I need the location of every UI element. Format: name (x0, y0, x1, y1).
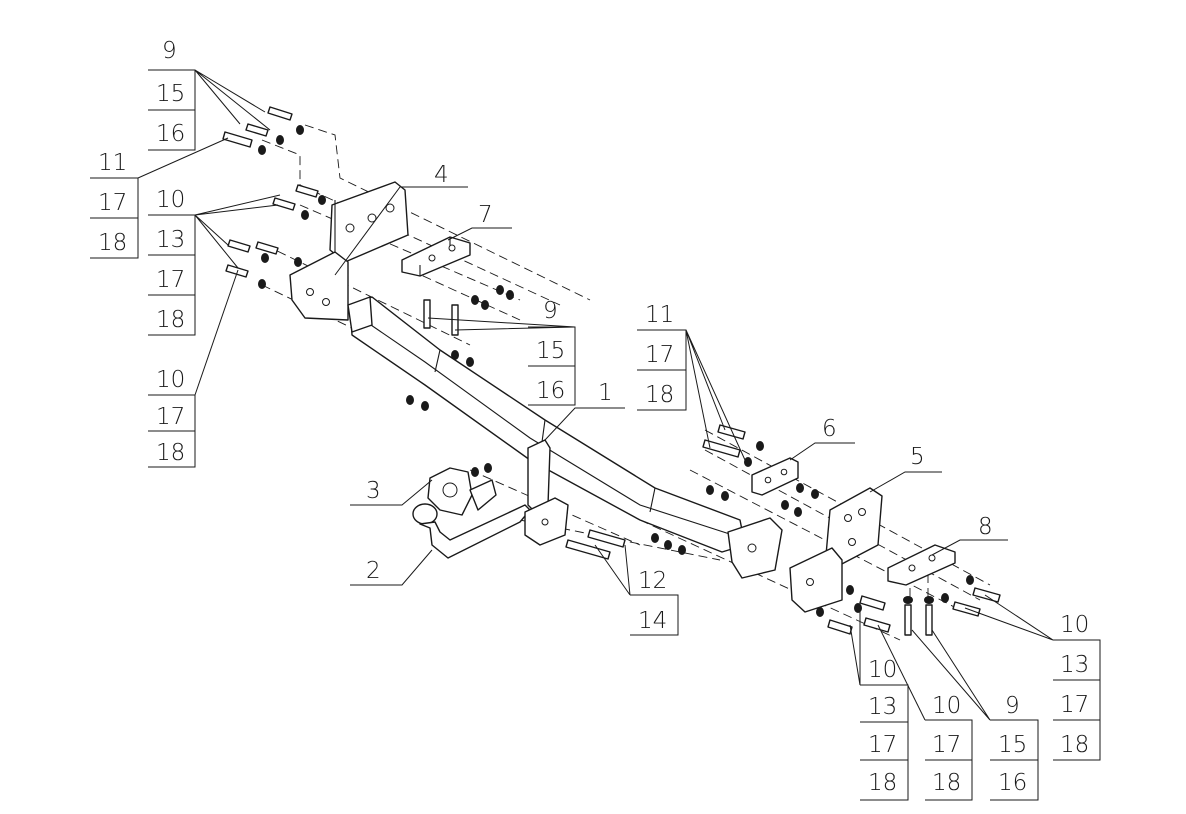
callout-1: 9 15 16 (148, 38, 196, 151)
leader-lines (137, 69, 1054, 721)
cross-beam-part-1 (347, 296, 783, 579)
right-bracket-part-5 (789, 487, 883, 613)
callout-number: 1 (598, 380, 613, 406)
callout-number: 16 (156, 121, 185, 147)
callout-15: 8 (978, 514, 993, 540)
callout-16: 10 13 17 18 (1053, 612, 1101, 761)
callout-number: 17 (645, 342, 674, 368)
callout-number: 11 (645, 302, 674, 328)
callout-number: 10 (156, 187, 185, 213)
callout-number: 12 (638, 568, 667, 594)
callout-number: 9 (162, 38, 177, 64)
callout-6: 7 (478, 202, 493, 228)
callout-number: 15 (536, 338, 565, 364)
callout-number: 17 (156, 404, 185, 430)
callout-3: 10 13 17 18 (148, 187, 196, 336)
callout-11: 5 (910, 444, 925, 470)
left-bracket-part-4 (289, 181, 409, 321)
callout-number: 18 (1060, 732, 1089, 758)
tow-ball-part-2 (412, 439, 569, 559)
callout-number: 5 (910, 444, 925, 470)
callout-7: 9 15 16 (528, 298, 576, 406)
callout-number: 8 (978, 514, 993, 540)
callout-2: 11 17 18 (90, 150, 139, 259)
callout-number: 15 (156, 81, 185, 107)
callout-number: 17 (156, 267, 185, 293)
small-bracket-part-7 (401, 236, 471, 277)
callout-19: 9 15 16 (990, 693, 1039, 801)
callout-number: 18 (645, 382, 674, 408)
callout-number: 6 (822, 416, 837, 442)
callout-number: 16 (998, 770, 1027, 796)
callout-14: 12 14 (630, 568, 679, 636)
callout-number: 17 (932, 732, 961, 758)
callout-number: 18 (868, 770, 897, 796)
callout-number: 10 (156, 367, 185, 393)
callout-4: 10 17 18 (148, 367, 196, 468)
callout-number: 10 (932, 693, 961, 719)
callout-number: 4 (434, 162, 449, 188)
callout-number: 13 (868, 694, 897, 720)
callout-10: 6 (822, 416, 837, 442)
callout-number: 15 (998, 732, 1027, 758)
callout-number: 11 (98, 150, 127, 176)
callout-number: 7 (478, 202, 493, 228)
callout-number: 2 (366, 558, 381, 584)
callout-number: 16 (536, 378, 565, 404)
callout-number: 9 (1005, 693, 1020, 719)
callout-number: 18 (932, 770, 961, 796)
small-bracket-part-8 (887, 544, 956, 586)
callout-8: 11 17 18 (637, 302, 687, 411)
callout-number: 3 (366, 478, 381, 504)
callout-9: 1 (598, 380, 613, 406)
callout-number: 17 (868, 732, 897, 758)
callout-number: 9 (543, 298, 558, 324)
callout-18: 10 17 18 (925, 693, 973, 801)
callout-number: 17 (98, 190, 127, 216)
callout-number: 10 (868, 657, 897, 683)
callout-13: 2 (366, 558, 381, 584)
callout-17: 10 13 17 18 (860, 657, 909, 801)
callout-number: 18 (156, 440, 185, 466)
callout-number: 13 (1060, 652, 1089, 678)
callout-number: 14 (638, 608, 667, 634)
callout-number: 18 (98, 230, 127, 256)
callout-number: 17 (1060, 692, 1089, 718)
callout-12: 3 (366, 478, 381, 504)
fasteners (222, 106, 1001, 636)
socket-plate-part-3 (427, 467, 497, 516)
callout-number: 18 (156, 307, 185, 333)
small-plate-part-6 (751, 457, 799, 496)
callout-number: 13 (156, 227, 185, 253)
callout-5: 4 (434, 162, 449, 188)
callout-number: 10 (1060, 612, 1089, 638)
